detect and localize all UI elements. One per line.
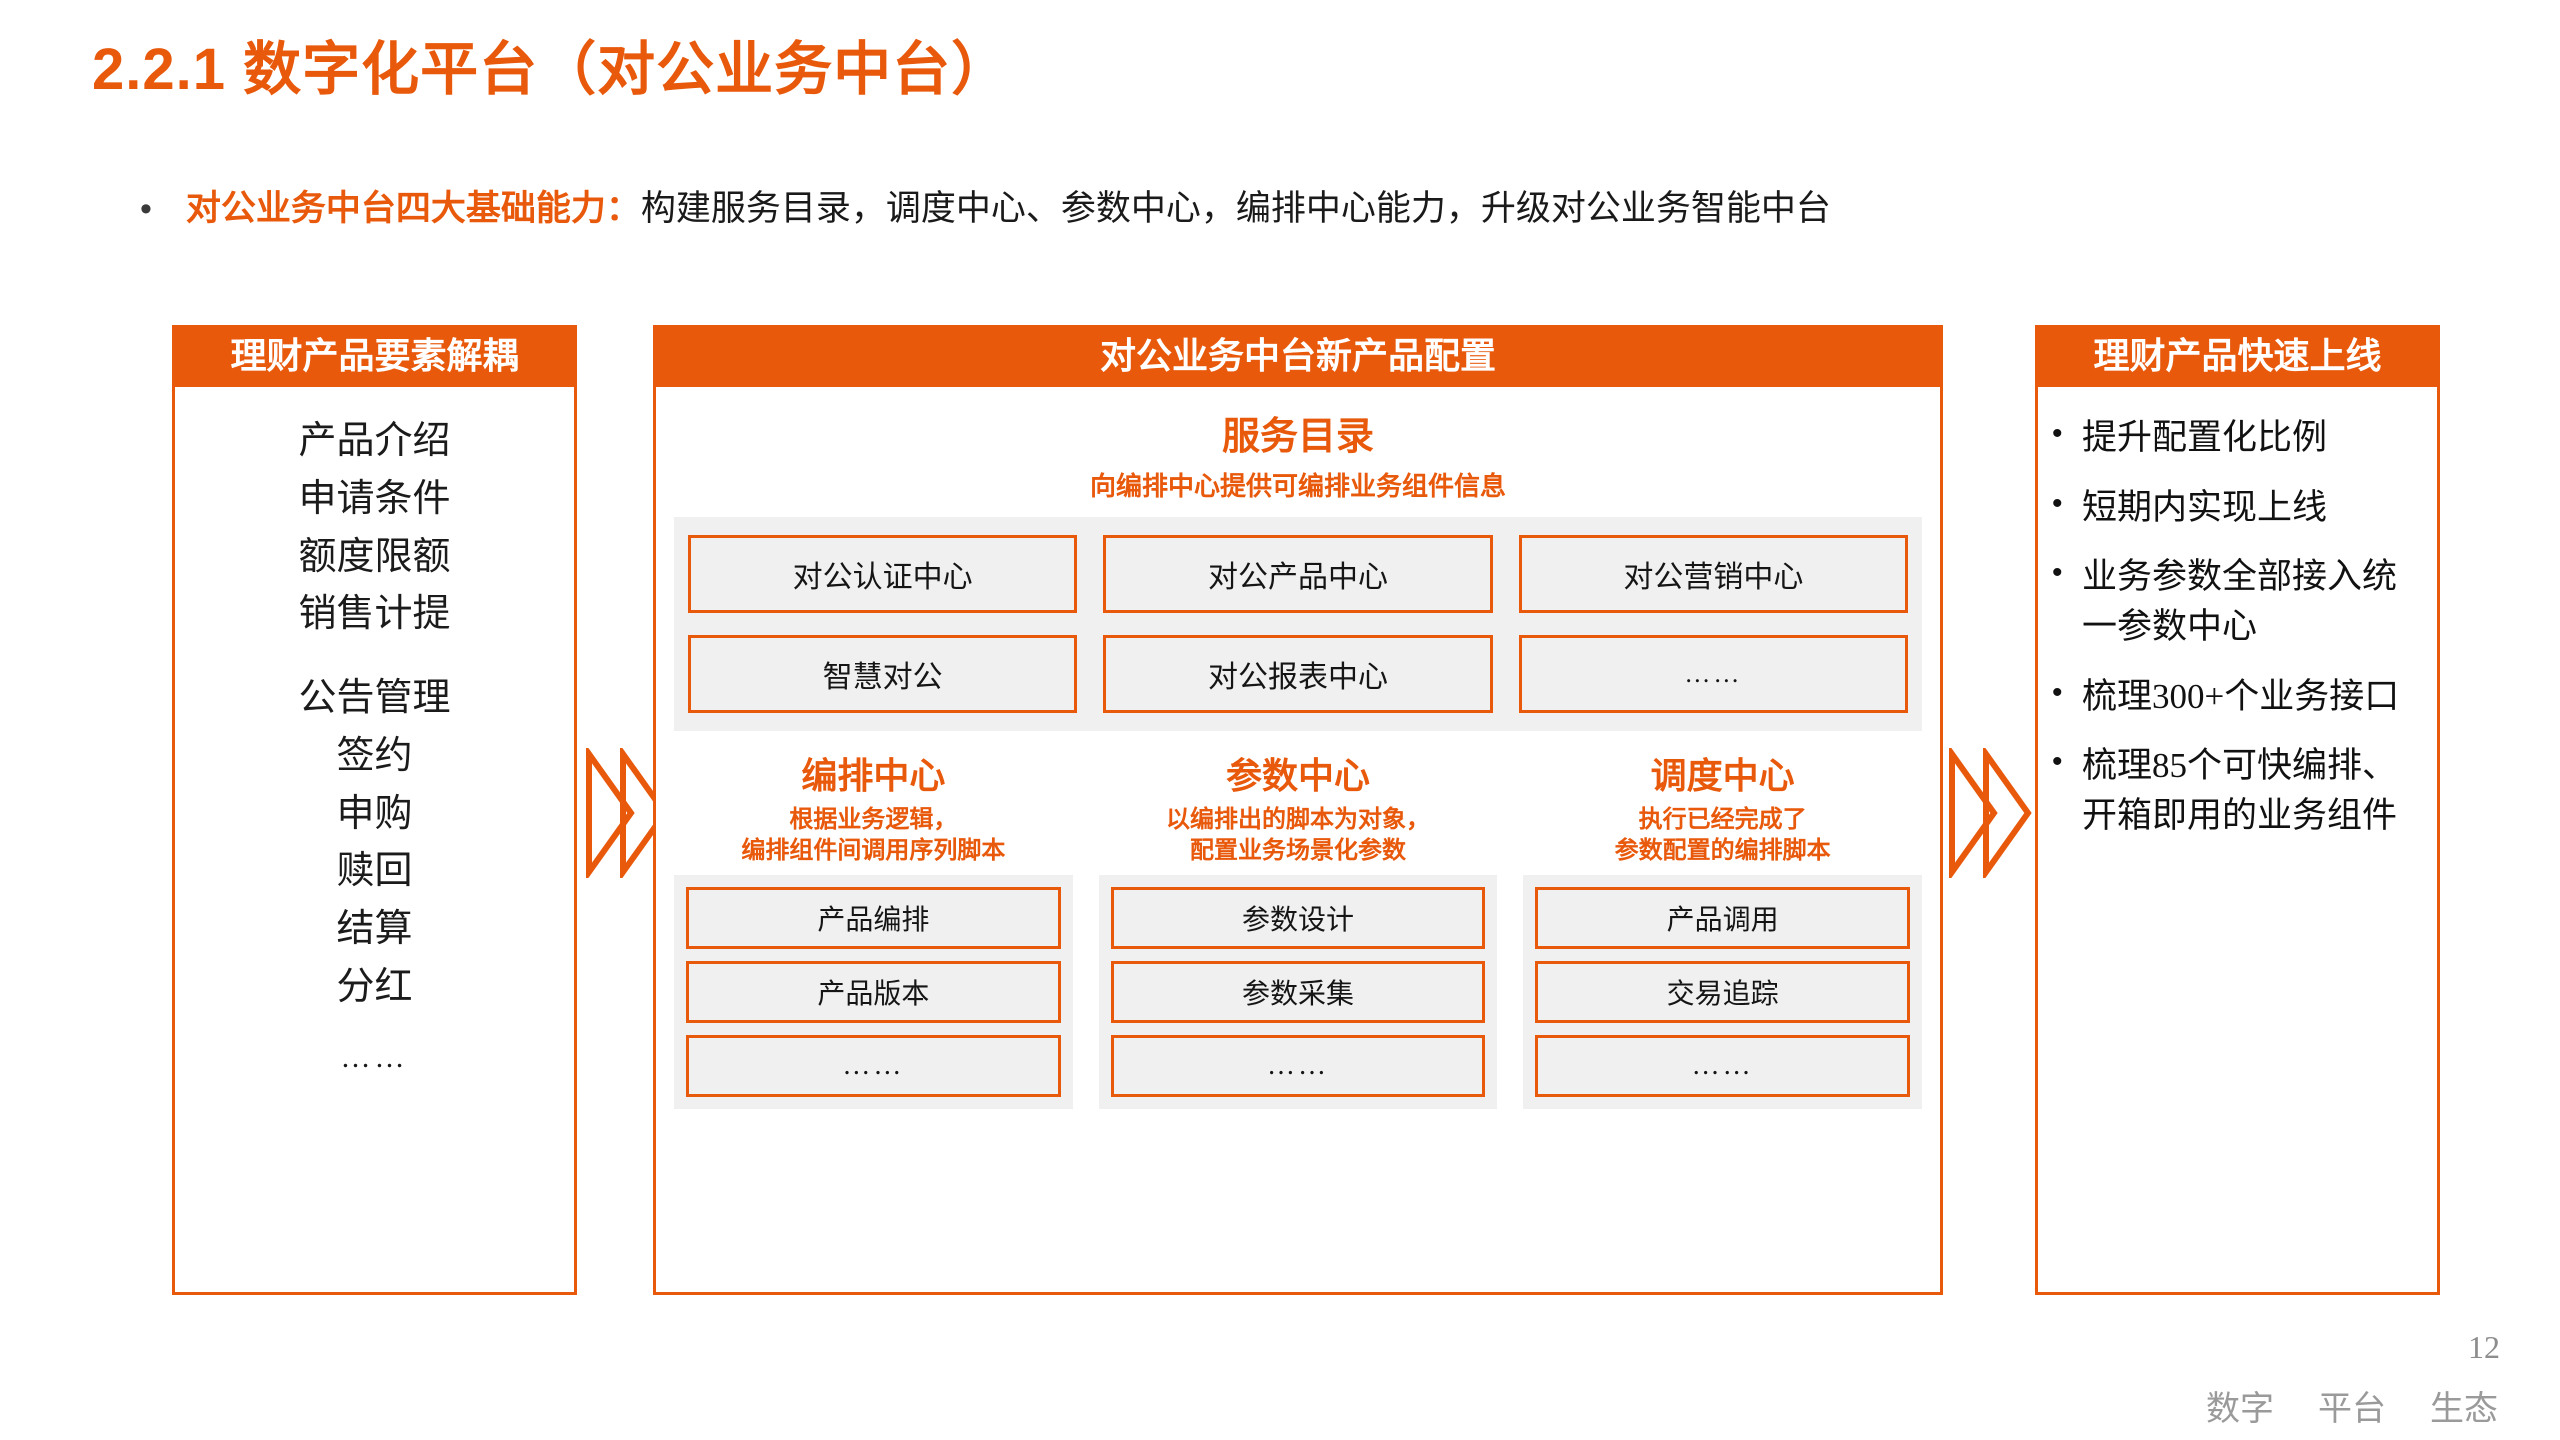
watermark-word: 平台	[2318, 1391, 2386, 1428]
column-description: 执行已经完成了 参数配置的编排脚本	[1523, 805, 1922, 867]
left-panel-header: 理财产品要素解耦	[172, 325, 577, 387]
column-cell[interactable]: 产品编排	[686, 887, 1061, 949]
lead-bullet-line: • 对公业务中台四大基础能力： 构建服务目录，调度中心、参数中心，编排中心能力，…	[140, 180, 1831, 231]
list-item: 签约	[336, 734, 413, 777]
list-item-label: 梳理300+个业务接口	[2082, 676, 2400, 716]
list-item-label: 短期内实现上线	[2082, 487, 2328, 527]
service-cell[interactable]: 对公认证中心	[688, 535, 1078, 613]
list-item: • 提升配置化比例	[2052, 413, 2423, 463]
column-parameter: 参数中心 以编排出的脚本为对象， 配置业务场景化参数 参数设计 参数采集 ……	[1098, 747, 1498, 1109]
column-description-line: 编排组件间调用序列脚本	[741, 836, 1006, 864]
column-cell[interactable]: 参数设计	[1110, 887, 1486, 949]
service-catalog-band: 对公认证中心 对公产品中心 对公营销中心 智慧对公 对公报表中心 ……	[674, 517, 1922, 731]
list-item: • 短期内实现上线	[2052, 483, 2423, 533]
bullet-marker-icon: •	[2052, 486, 2063, 520]
column-cell-ellipsis[interactable]: ……	[1535, 1035, 1910, 1097]
page-title: 2.2.1 数字化平台（对公业务中台）	[92, 37, 1011, 102]
bullet-marker-icon: •	[2052, 675, 2063, 709]
column-cell-ellipsis[interactable]: ……	[1110, 1035, 1486, 1097]
list-item: 产品介绍	[298, 420, 451, 462]
list-item: 公告管理	[298, 677, 451, 719]
bullet-marker-icon: •	[2052, 417, 2063, 450]
column-cell[interactable]: 产品版本	[686, 961, 1061, 1023]
lead-emphasis-text: 对公业务中台四大基础能力：	[185, 189, 641, 228]
column-items-box: 参数设计 参数采集 ……	[1098, 875, 1498, 1109]
column-cell[interactable]: 交易追踪	[1535, 961, 1910, 1023]
column-description-line: 以编排出的脚本为对象，	[1165, 806, 1430, 833]
list-item-label: 梳理85个可快编排、开箱即用的业务组件	[2082, 746, 2398, 836]
column-description: 以编排出的脚本为对象， 配置业务场景化参数	[1099, 805, 1498, 867]
column-cell[interactable]: 产品调用	[1535, 887, 1910, 949]
list-item: 申请条件	[298, 477, 451, 520]
list-item-label: 提升配置化比例	[2082, 418, 2328, 457]
service-cell[interactable]: 智慧对公	[688, 635, 1078, 713]
list-item: 赎回	[336, 850, 413, 893]
list-item-ellipsis: ……	[340, 1040, 409, 1074]
service-cell[interactable]: 对公报表中心	[1103, 635, 1493, 713]
service-cell[interactable]: 对公产品中心	[1103, 535, 1493, 613]
left-panel: 理财产品要素解耦 产品介绍 申请条件 额度限额 销售计提 公告管理 签约 申购 …	[172, 325, 577, 1295]
column-items-box: 产品调用 交易追踪 ……	[1523, 875, 1922, 1109]
list-item: 销售计提	[298, 593, 451, 636]
list-item: 结算	[336, 908, 413, 950]
service-catalog-title: 服务目录	[1221, 416, 1374, 458]
service-cell[interactable]: 对公营销中心	[1518, 535, 1908, 613]
column-title: 调度中心	[1650, 755, 1795, 796]
list-item: 申购	[336, 792, 413, 835]
right-panel: 理财产品快速上线 • 提升配置化比例 • 短期内实现上线 • 业务参数全部接入统…	[2035, 325, 2440, 1295]
column-description-line: 根据业务逻辑，	[789, 806, 958, 833]
list-item: • 梳理85个可快编排、开箱即用的业务组件	[2052, 741, 2423, 840]
list-item: • 业务参数全部接入统一参数中心	[2052, 552, 2423, 651]
footer-watermark: 数字 平台 生态	[2162, 1381, 2498, 1430]
column-description-line: 参数配置的编排脚本	[1614, 836, 1831, 864]
column-scheduling: 调度中心 执行已经完成了 参数配置的编排脚本 产品调用 交易追踪 ……	[1523, 747, 1922, 1109]
left-panel-list: 产品介绍 申请条件 额度限额 销售计提 公告管理 签约 申购 赎回 结算 分红 …	[175, 387, 574, 1080]
column-items-box: 产品编排 产品版本 ……	[674, 875, 1073, 1109]
list-item: 额度限额	[298, 535, 451, 578]
column-title: 编排中心	[801, 755, 946, 796]
list-item-label: 业务参数全部接入统一参数中心	[2082, 557, 2398, 647]
center-panel: 对公业务中台新产品配置 服务目录 向编排中心提供可编排业务组件信息 对公认证中心…	[653, 325, 1943, 1295]
column-description-line: 配置业务场景化参数	[1189, 836, 1406, 864]
center-panel-header: 对公业务中台新产品配置	[653, 325, 1943, 387]
page-number: 12	[2468, 1329, 2500, 1365]
service-catalog-subtitle: 向编排中心提供可编排业务组件信息	[1089, 471, 1506, 501]
flow-arrow-left-icon	[585, 744, 669, 883]
column-description-line: 执行已经完成了	[1638, 806, 1807, 833]
column-title: 参数中心	[1225, 755, 1370, 796]
service-cell-ellipsis[interactable]: ……	[1518, 635, 1908, 713]
bullet-marker-icon: •	[2052, 745, 2063, 779]
bullet-marker-icon: •	[2052, 556, 2063, 590]
lead-body-text: 构建服务目录，调度中心、参数中心，编排中心能力，升级对公业务智能中台	[640, 189, 1831, 228]
service-catalog-grid: 对公认证中心 对公产品中心 对公营销中心 智慧对公 对公报表中心 ……	[688, 535, 1908, 713]
center-columns: 编排中心 根据业务逻辑， 编排组件间调用序列脚本 产品编排 产品版本 …… 参数…	[674, 747, 1922, 1109]
column-orchestration: 编排中心 根据业务逻辑， 编排组件间调用序列脚本 产品编排 产品版本 ……	[674, 747, 1073, 1109]
bullet-marker-icon: •	[140, 190, 152, 228]
watermark-word: 数字	[2206, 1391, 2274, 1428]
list-item: • 梳理300+个业务接口	[2052, 672, 2423, 722]
list-item: 分红	[336, 965, 413, 1008]
watermark-word: 生态	[2430, 1391, 2498, 1428]
right-panel-header: 理财产品快速上线	[2035, 325, 2440, 387]
column-cell-ellipsis[interactable]: ……	[686, 1035, 1061, 1097]
right-panel-list: • 提升配置化比例 • 短期内实现上线 • 业务参数全部接入统一参数中心 • 梳…	[2038, 387, 2437, 841]
flow-arrow-right-icon	[1948, 744, 2032, 883]
column-cell[interactable]: 参数采集	[1110, 961, 1486, 1023]
column-description: 根据业务逻辑， 编排组件间调用序列脚本	[674, 805, 1073, 867]
